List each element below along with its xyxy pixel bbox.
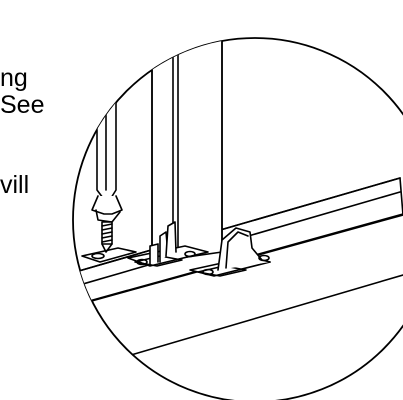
- instruction-text-fragment-1: ng: [0, 64, 28, 92]
- screwdriver: [91, 38, 123, 253]
- bracket-right: [189, 227, 271, 277]
- vertical-panel: [151, 38, 223, 263]
- instruction-text-fragment-3: vill: [0, 171, 30, 199]
- detail-circle: [72, 37, 403, 400]
- bracket-center: [127, 221, 209, 267]
- instruction-text-fragment-2: See: [0, 91, 45, 119]
